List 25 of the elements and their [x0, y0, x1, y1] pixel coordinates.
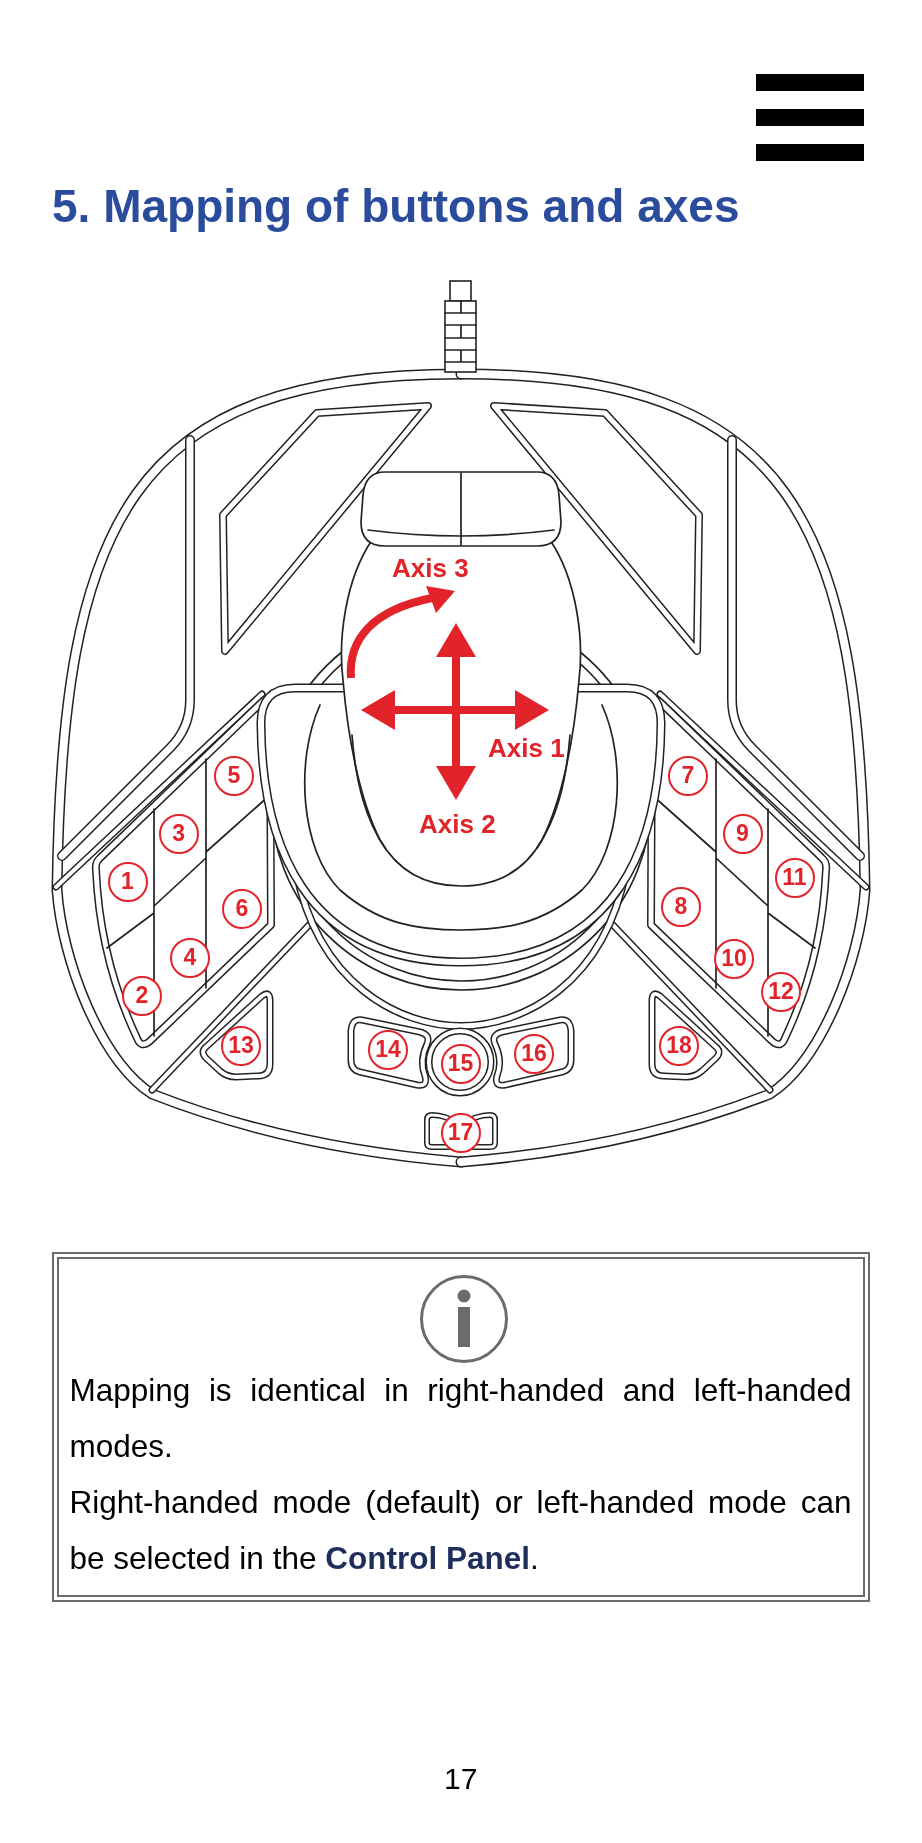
axis-label: Axis 1 — [488, 735, 565, 761]
callout-number: 15 — [440, 1043, 481, 1084]
callout-number: 4 — [170, 938, 210, 978]
callout-number: 6 — [222, 889, 262, 929]
callout-number: 12 — [761, 972, 801, 1012]
note-box — [52, 1252, 870, 1602]
callout-number: 11 — [774, 858, 815, 898]
callout-number: 14 — [368, 1030, 408, 1070]
note-text: Right-handed mode (default) or left-handed mode can be selected in the Control Panel. — [69, 1483, 852, 1578]
callout-number: 8 — [661, 887, 701, 927]
callout-number: 3 — [158, 814, 199, 854]
callout-number: 9 — [722, 814, 763, 854]
callout-number: 17 — [440, 1113, 481, 1153]
callout-number: 16 — [514, 1034, 554, 1074]
callout-number: 13 — [221, 1026, 261, 1066]
callout-number: 10 — [714, 939, 754, 979]
page-number: 17 — [444, 1764, 478, 1794]
callout-number: 1 — [107, 862, 148, 902]
callout-number: 18 — [659, 1026, 699, 1066]
callout-number: 2 — [122, 976, 162, 1016]
callout-number: 7 — [668, 756, 708, 796]
note-text: Mapping is identical in right-handed and left-handed modes. — [69, 1371, 852, 1466]
callout-number: 5 — [214, 756, 254, 796]
axis-label: Axis 3 — [392, 555, 469, 581]
axis-label: Axis 2 — [419, 811, 496, 837]
